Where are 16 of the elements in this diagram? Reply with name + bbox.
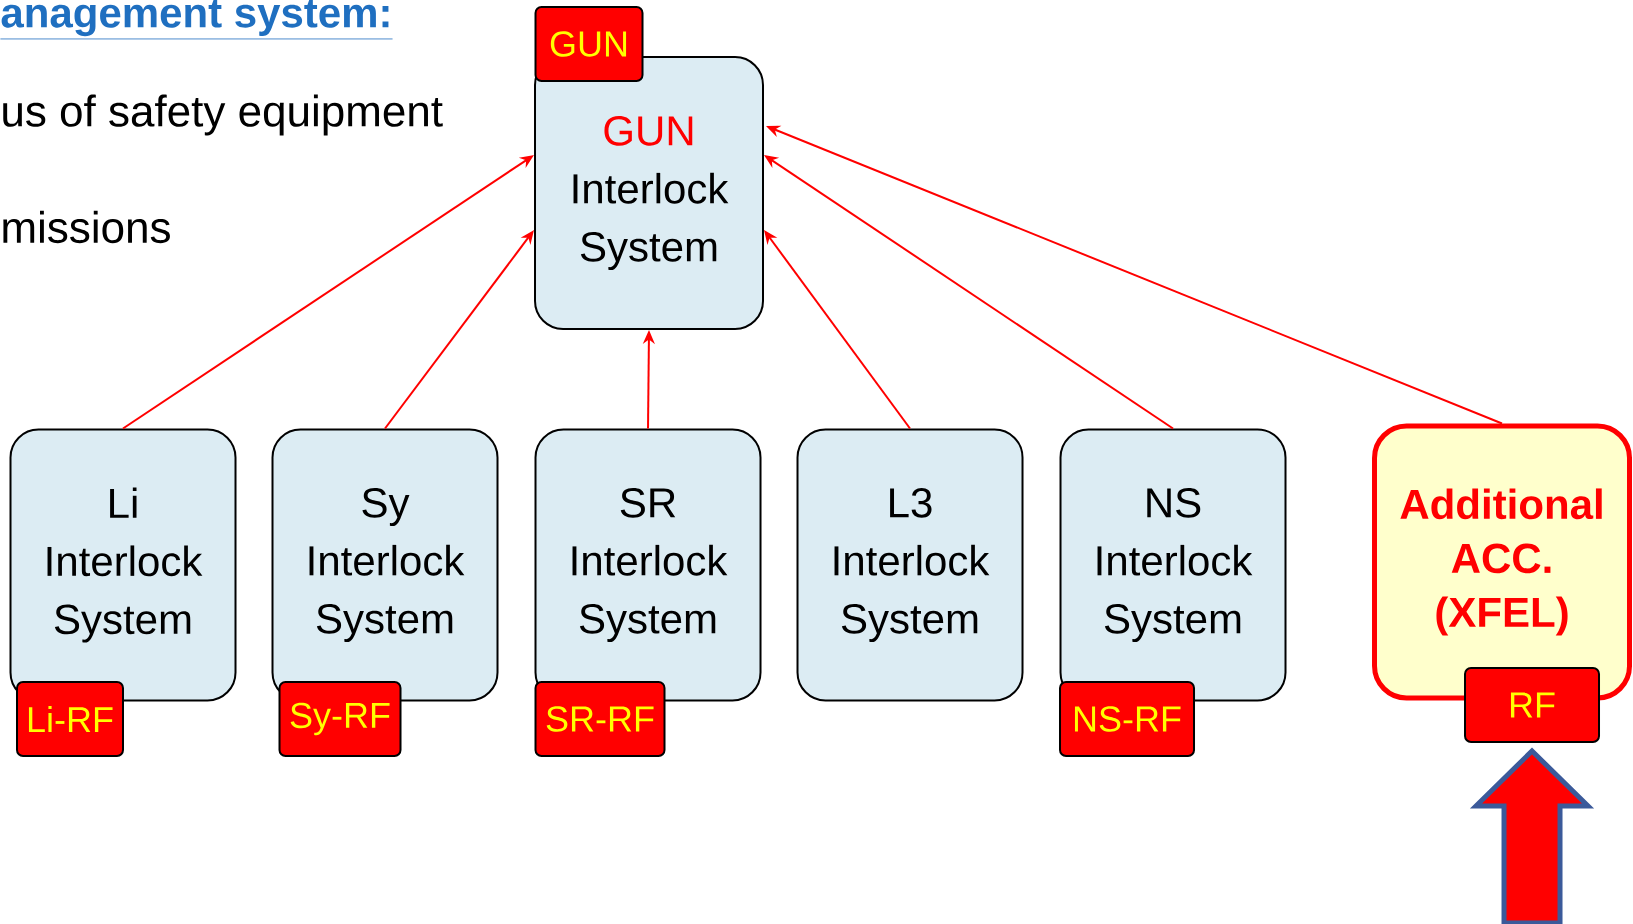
interlock-box: Sy Interlock System [271,428,499,702]
rf-tag: GUN [534,6,644,82]
note-text: us of safety equipment [3,94,443,136]
rf-tag: NS-RF [1059,681,1195,757]
heading-text: anagement system: [0,0,393,40]
block-arrow [1469,747,1595,924]
rf-tag: SR-RF [534,681,666,757]
note-text: missions [3,210,170,244]
rf-tag: Li-RF [16,681,124,757]
interlock-box: L3 Interlock System [796,428,1024,702]
interlock-box: Li Interlock System [9,428,237,702]
interlock-box: GUN Interlock System [534,56,764,330]
interlock-box: SR Interlock System [534,428,762,702]
rf-tag: RF [1464,667,1600,743]
rf-tag: Sy-RF [278,681,402,757]
interlock-box: NS Interlock System [1059,428,1287,702]
